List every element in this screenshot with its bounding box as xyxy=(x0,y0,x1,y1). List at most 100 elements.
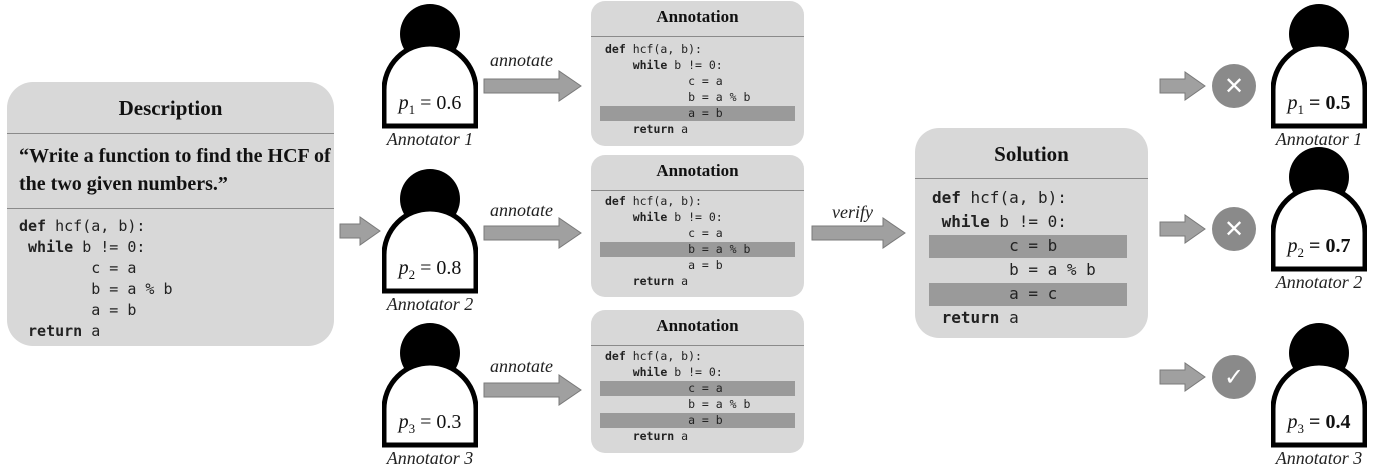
code-text: a xyxy=(674,429,689,443)
solution-title: Solution xyxy=(994,142,1069,166)
code-text: b = a % b xyxy=(19,280,173,298)
code-text: c = a xyxy=(19,259,137,277)
code-line: return a xyxy=(932,306,1019,330)
annotator-name: Annotator 1 xyxy=(386,129,474,149)
code-line: while b != 0: xyxy=(605,364,723,380)
code-text: hcf(a, b): xyxy=(46,217,146,235)
code-text: b = a % b xyxy=(605,397,751,411)
person-icon xyxy=(382,323,478,448)
result-badge-2: ✕ xyxy=(1212,207,1256,251)
code-keyword: def xyxy=(19,217,47,235)
code-keyword: return xyxy=(932,308,1000,327)
code-text: a = b xyxy=(605,413,723,427)
annotate-label-1: annotate xyxy=(490,50,553,70)
description-prompt: “Write a function to find the HCF of the… xyxy=(19,145,331,195)
probability-label: p3 = 0.3 xyxy=(398,411,462,436)
code-line: a = c xyxy=(932,282,1057,306)
code-text: b = a % b xyxy=(605,90,751,104)
highlighted-line xyxy=(600,413,795,428)
annotator-name: Annotator 1 xyxy=(1275,129,1363,149)
code-keyword: return xyxy=(605,274,675,288)
code-line: while b != 0: xyxy=(605,209,723,225)
code-line: return a xyxy=(605,121,688,137)
code-line: while b != 0: xyxy=(932,210,1067,234)
code-line: c = a xyxy=(605,225,723,241)
annotator-name: Annotator 3 xyxy=(1275,448,1363,468)
arrow xyxy=(1159,71,1206,101)
probability-label: p1 = 0.5 xyxy=(1287,92,1351,117)
code-text: b = a % b xyxy=(932,260,1096,279)
code-text: b != 0: xyxy=(73,238,146,256)
code-text: hcf(a, b): xyxy=(625,42,702,56)
highlighted-line xyxy=(600,381,795,396)
code-keyword: def xyxy=(932,188,961,207)
code-line: b = a % b xyxy=(605,89,750,105)
arrow xyxy=(1159,362,1206,392)
code-keyword: return xyxy=(605,429,675,443)
code-line: b = a % b xyxy=(932,258,1096,282)
annotator-name: Annotator 2 xyxy=(1275,272,1363,292)
annotation-code: def hcf(a, b): while b != 0: c = a b = a… xyxy=(591,193,804,289)
annotate-label-2: annotate xyxy=(490,200,553,220)
annotator-name: Annotator 2 xyxy=(386,294,474,314)
code-text: b != 0: xyxy=(989,212,1067,231)
code-line: def hcf(a, b): xyxy=(19,216,145,237)
code-text: a xyxy=(674,274,689,288)
code-text: hcf(a, b): xyxy=(625,194,702,208)
code-keyword: return xyxy=(605,122,675,136)
code-text: b != 0: xyxy=(667,210,723,224)
annotation-title: Annotation xyxy=(656,316,739,335)
annotate-label-3: annotate xyxy=(490,356,553,376)
code-text: a = b xyxy=(605,106,723,120)
code-line: a = b xyxy=(605,412,723,428)
annotation-code: def hcf(a, b): while b != 0: c = a b = a… xyxy=(591,41,804,137)
highlighted-line xyxy=(600,242,795,257)
code-line: c = b xyxy=(932,234,1057,258)
code-line: a = b xyxy=(605,105,723,121)
code-keyword: return xyxy=(19,322,83,340)
description-box: Description “Write a function to find th… xyxy=(7,82,334,346)
annotation-code: def hcf(a, b): while b != 0: c = a b = a… xyxy=(591,348,804,444)
person-icon xyxy=(1271,4,1367,129)
code-text: a xyxy=(999,308,1019,327)
code-text: b != 0: xyxy=(667,58,723,72)
code-line: while b != 0: xyxy=(605,57,723,73)
solution-code: def hcf(a, b): while b != 0: c = b b = a… xyxy=(915,186,1148,330)
code-line: def hcf(a, b): xyxy=(605,348,702,364)
annotation-title: Annotation xyxy=(656,7,739,26)
probability-label: p1 = 0.6 xyxy=(398,92,462,117)
code-line: return a xyxy=(605,428,688,444)
annotation-box-3: Annotation def hcf(a, b): while b != 0: … xyxy=(591,310,804,453)
annotation-box-1: Annotation def hcf(a, b): while b != 0: … xyxy=(591,1,804,146)
code-text: a xyxy=(674,122,689,136)
arrow xyxy=(483,70,582,102)
code-keyword: while xyxy=(605,365,668,379)
code-text: a = b xyxy=(605,258,723,272)
code-line: b = a % b xyxy=(605,396,750,412)
code-keyword: def xyxy=(605,42,626,56)
code-text: c = a xyxy=(605,381,723,395)
annotation-title: Annotation xyxy=(656,161,739,180)
code-line: return a xyxy=(19,321,100,342)
code-text: hcf(a, b): xyxy=(960,188,1067,207)
code-text: b != 0: xyxy=(667,365,723,379)
description-title: Description xyxy=(118,96,223,120)
person-icon xyxy=(382,4,478,129)
arrow xyxy=(483,374,582,406)
result-badge-3: ✓ xyxy=(1212,355,1256,399)
code-text: a = b xyxy=(19,301,137,319)
annotation-box-2: Annotation def hcf(a, b): while b != 0: … xyxy=(591,155,804,297)
code-text: a = c xyxy=(932,284,1058,303)
code-keyword: while xyxy=(605,58,668,72)
person-icon xyxy=(382,169,478,294)
code-text: c = a xyxy=(605,226,723,240)
person-icon xyxy=(1271,147,1367,272)
code-line: c = a xyxy=(19,258,136,279)
code-line: def hcf(a, b): xyxy=(605,41,702,57)
probability-label: p2 = 0.7 xyxy=(1287,235,1351,260)
